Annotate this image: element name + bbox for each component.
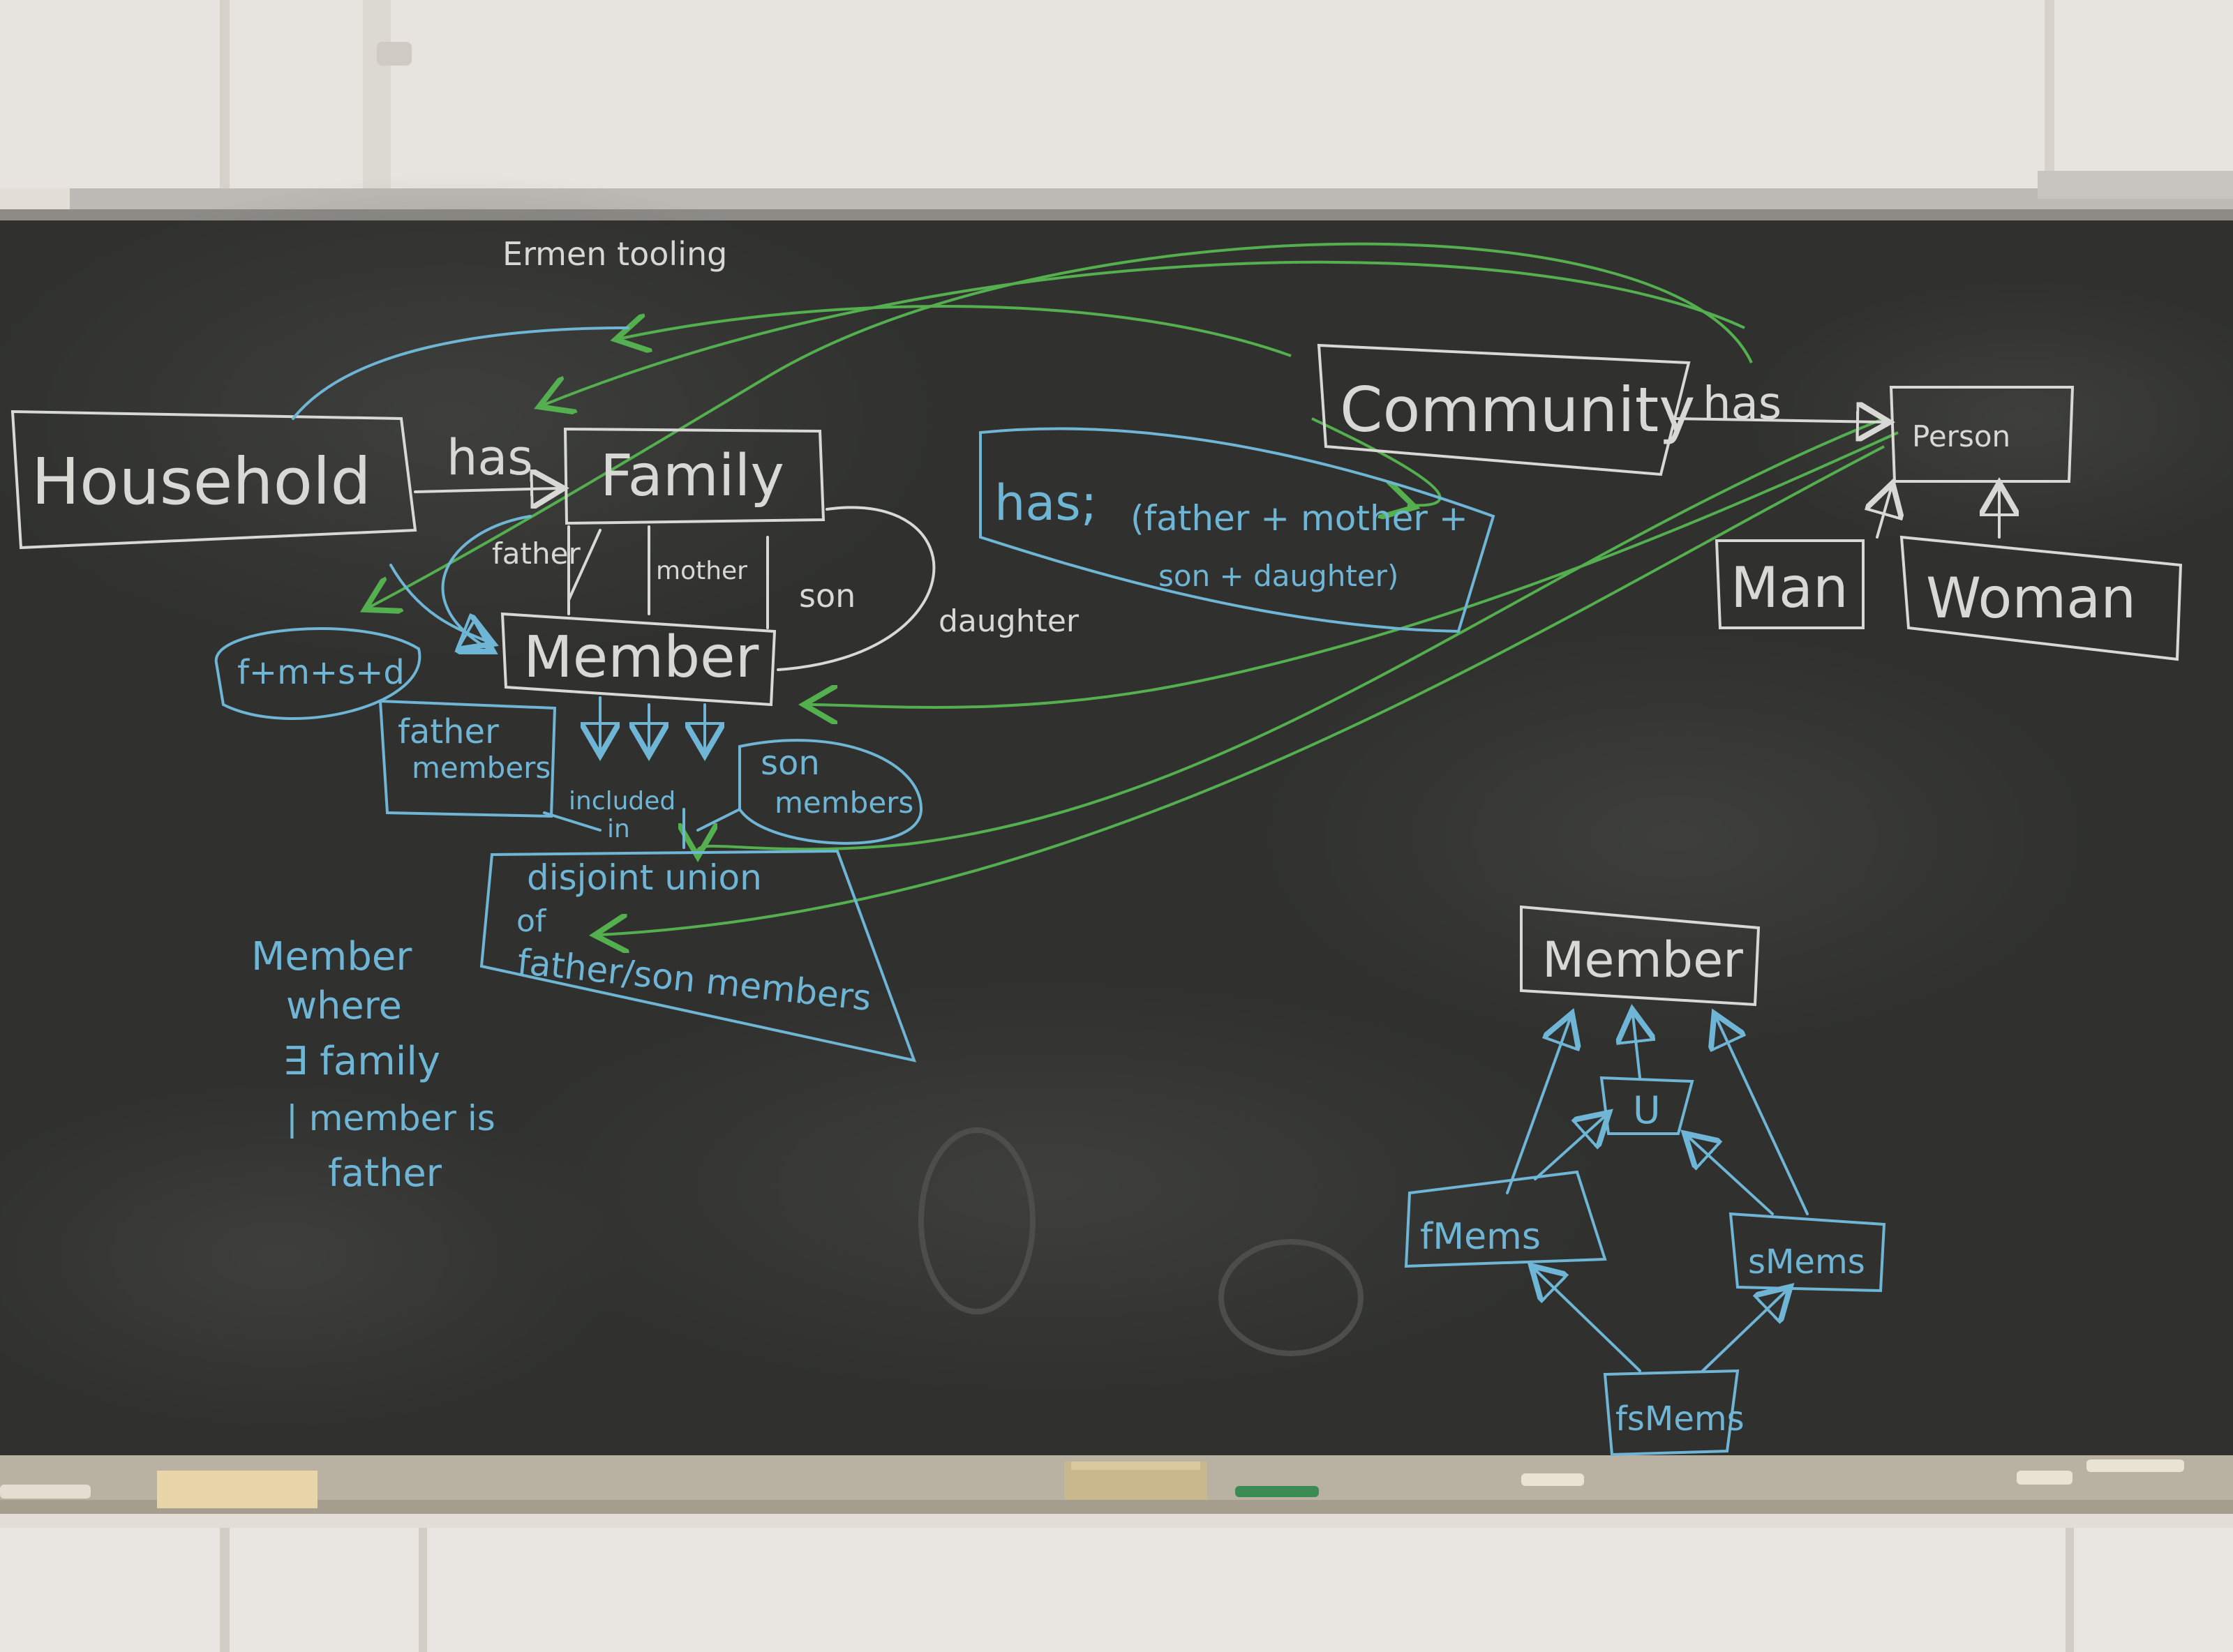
father-members-line1: father [398, 712, 499, 751]
member-label: Member [523, 624, 759, 691]
woman-box [1899, 535, 2183, 661]
eraser-left[interactable] [157, 1471, 318, 1508]
son-members-box [738, 739, 923, 845]
middle-note-has: has; [994, 474, 1097, 532]
fmems-label: fMems [1420, 1216, 1541, 1258]
chalk-stick[interactable] [1521, 1473, 1584, 1486]
where-note-line5: father [328, 1151, 442, 1195]
middle-note-box [979, 427, 1495, 633]
blackboard [0, 174, 2233, 1455]
community-box [1317, 343, 1691, 476]
green-chalk-stick[interactable] [1235, 1486, 1319, 1497]
white-chalk-diagram [10, 343, 2183, 1007]
fmsd-ellipse [214, 627, 421, 720]
disjoint-union-line2: of [516, 903, 547, 939]
member-label-right: Member [1542, 931, 1743, 989]
role-father: father [492, 536, 581, 571]
middle-note-line2: son + daughter) [1158, 559, 1398, 593]
where-note-line4: | member is [286, 1098, 495, 1139]
blue-chalk-diagram [214, 326, 1886, 1457]
role-son: son [799, 577, 856, 615]
where-note-line3: ∃ family [283, 1039, 440, 1084]
community-label: Community [1340, 374, 1695, 446]
green-arrows [370, 242, 1899, 935]
father-members-line2: members [412, 751, 551, 785]
included-in-line1: included [569, 787, 675, 816]
has-label-1: has [447, 429, 533, 486]
son-members-line1: son [761, 744, 820, 783]
where-note-line2: where [286, 984, 402, 1028]
household-box [10, 410, 417, 550]
smems-box [1728, 1212, 1886, 1293]
member-box [500, 612, 777, 707]
included-in-line2: in [607, 815, 630, 843]
person-box [1889, 386, 2075, 483]
fmsd-label: f+m+s+d [237, 653, 405, 692]
role-daughter: daughter [939, 603, 1080, 639]
chalk-stick[interactable] [2086, 1459, 2184, 1472]
union-label: U [1633, 1088, 1661, 1132]
person-label: Person [1912, 419, 2010, 453]
household-label: Household [31, 444, 371, 519]
has-label-2: has [1703, 378, 1782, 430]
smems-label: sMems [1748, 1242, 1865, 1282]
woman-label: Woman [1926, 566, 2136, 631]
chalk-tray [0, 1455, 2233, 1514]
role-mother: mother [656, 557, 747, 585]
family-label: Family [600, 443, 784, 509]
man-box [1715, 539, 1865, 629]
where-note-line1: Member [251, 934, 412, 979]
son-members-line2: members [775, 786, 913, 820]
chalk-stick[interactable] [0, 1485, 91, 1499]
fmems-box [1404, 1170, 1607, 1268]
middle-note-line1: (father + mother + [1130, 498, 1468, 539]
fsmems-box [1603, 1369, 1740, 1457]
man-label: Man [1731, 555, 1849, 620]
chalk-stick[interactable] [2017, 1471, 2073, 1485]
member-box-right [1520, 905, 1761, 1007]
disjoint-union-box [479, 849, 917, 1062]
fsmems-label: fsMems [1615, 1399, 1745, 1439]
disjoint-union-line1: disjoint union [527, 857, 762, 898]
top-note: Ermen tooling [502, 235, 727, 273]
